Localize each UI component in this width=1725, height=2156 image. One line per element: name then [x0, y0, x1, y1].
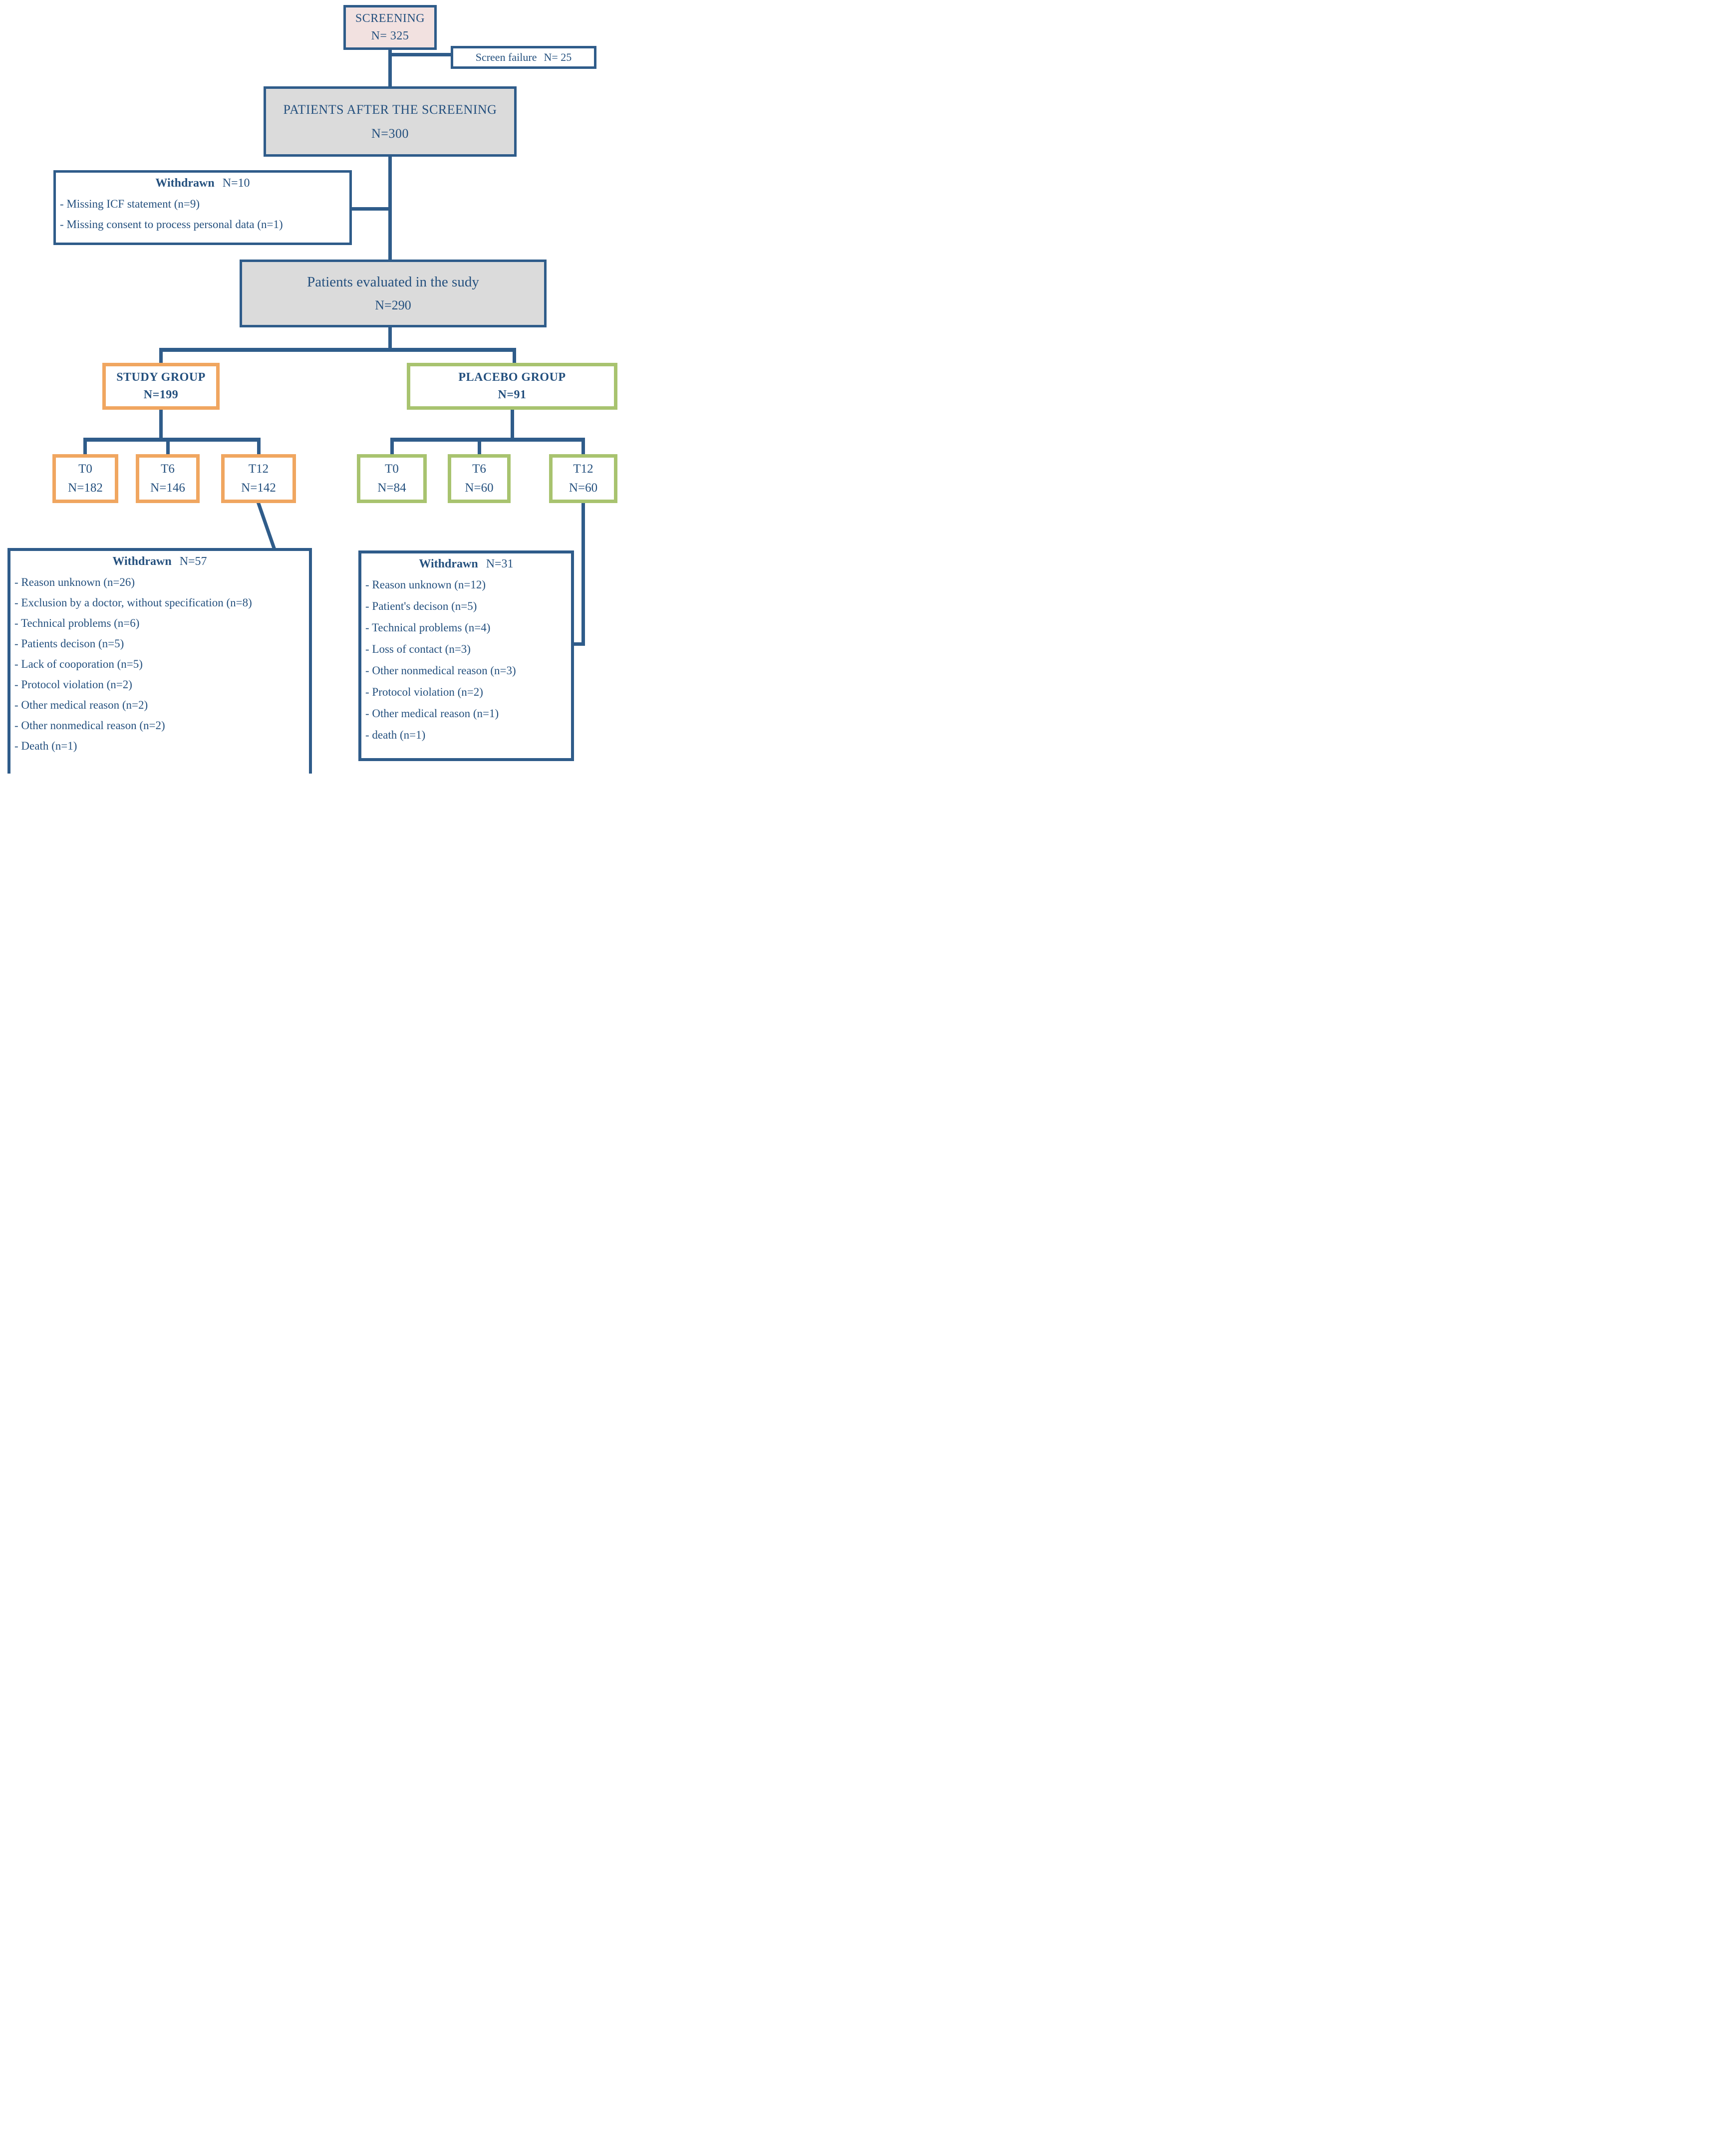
placebo-t0-box: T0 N=84: [357, 454, 427, 503]
withdrawn-placebo-item: - Loss of contact (n=3): [365, 643, 471, 656]
connector-study-t0-stub: [83, 438, 87, 455]
withdrawn-placebo-item: - Other medical reason (n=1): [365, 707, 499, 720]
connector-study-axis: [159, 409, 163, 441]
connector-study-t12-withdrawn-diagonal: [256, 501, 277, 550]
patients-after-screening-count: N=300: [371, 126, 409, 141]
patients-after-screening-label: PATIENTS AFTER THE SCREENING: [283, 102, 497, 117]
study-group-label: STUDY GROUP: [116, 370, 206, 384]
connector-placebo-group-drop: [513, 348, 516, 364]
withdrawn-study-item: - Other medical reason (n=2): [14, 699, 148, 712]
consort-flow-diagram: SCREENING N= 325 Screen failure N= 25 PA…: [0, 0, 619, 774]
placebo-t12-label: T12: [573, 462, 593, 476]
connector-placebo-t0-stub: [390, 438, 394, 455]
withdrawn-study-item: - Exclusion by a doctor, without specifi…: [14, 596, 252, 609]
connector-placebo-t12-stub: [581, 438, 585, 455]
connector-placebo-timepoint-bar: [390, 438, 585, 442]
study-t6-label: T6: [161, 462, 175, 476]
study-t6-box: T6 N=146: [136, 454, 200, 503]
study-t12-box: T12 N=142: [221, 454, 296, 503]
withdrawn-study-item: - Technical problems (n=6): [14, 617, 140, 630]
connector-placebo-t12-down: [581, 502, 585, 646]
connector-study-t6-stub: [166, 438, 170, 455]
study-t0-label: T0: [78, 462, 92, 476]
patients-after-screening-box: PATIENTS AFTER THE SCREENING N=300: [264, 86, 517, 157]
study-t0-box: T0 N=182: [52, 454, 118, 503]
study-group-box: STUDY GROUP N=199: [102, 363, 220, 410]
screening-count: N= 325: [371, 29, 409, 43]
withdrawn-study-item: - Lack of cooporation (n=5): [14, 658, 143, 671]
withdrawn-study-item: - Other nonmedical reason (n=2): [14, 719, 165, 732]
patients-evaluated-label: Patients evaluated in the sudy: [307, 273, 479, 290]
placebo-t6-count: N=60: [465, 481, 494, 495]
withdrawn-study-item: - Protocol violation (n=2): [14, 678, 132, 691]
withdrawn-screening-box: Withdrawn N=10 - Missing ICF statement (…: [53, 170, 352, 245]
connector-screen-failure: [390, 53, 452, 56]
connector-placebo-axis: [511, 409, 514, 441]
placebo-t12-box: T12 N=60: [549, 454, 617, 503]
withdrawn-placebo-item: - death (n=1): [365, 729, 426, 742]
placebo-t6-label: T6: [472, 462, 486, 476]
withdrawn-placebo-count: N=31: [486, 557, 514, 570]
patients-evaluated-count: N=290: [375, 298, 411, 313]
placebo-t0-label: T0: [385, 462, 399, 476]
placebo-group-label: PLACEBO GROUP: [458, 370, 566, 384]
withdrawn-placebo-item: - Protocol violation (n=2): [365, 686, 483, 699]
screen-failure-count: N= 25: [544, 51, 572, 63]
withdrawn-study-item: - Reason unknown (n=26): [14, 576, 135, 588]
withdrawn-study-item: - Death (n=1): [14, 740, 77, 753]
connector-withdrawn-placebo-hook: [572, 642, 585, 646]
withdrawn-placebo-item: - Reason unknown (n=12): [365, 578, 486, 591]
screening-box: SCREENING N= 325: [343, 5, 437, 50]
screen-failure-box: Screen failure N= 25: [451, 46, 596, 69]
connector-study-t12-stub: [257, 438, 261, 455]
withdrawn-screening-count: N=10: [222, 177, 250, 190]
withdrawn-study-box: Withdrawn N=57 - Reason unknown (n=26) -…: [7, 548, 312, 774]
connector-evaluated-down: [388, 326, 392, 351]
placebo-t0-count: N=84: [377, 481, 406, 495]
connector-group-split-bar: [159, 348, 516, 352]
study-t12-count: N=142: [241, 481, 276, 495]
study-t6-count: N=146: [150, 481, 185, 495]
placebo-group-count: N=91: [498, 388, 527, 402]
withdrawn-placebo-box: Withdrawn N=31 - Reason unknown (n=12) -…: [358, 550, 574, 761]
connector-screening-down: [388, 49, 392, 87]
withdrawn-screening-title: Withdrawn: [155, 177, 215, 190]
screening-label: SCREENING: [355, 11, 425, 25]
withdrawn-placebo-item: - Patient's decison (n=5): [365, 600, 477, 613]
withdrawn-placebo-item: - Technical problems (n=4): [365, 621, 491, 634]
placebo-group-box: PLACEBO GROUP N=91: [407, 363, 617, 410]
placebo-t6-box: T6 N=60: [448, 454, 511, 503]
connector-study-group-drop: [159, 348, 163, 364]
study-t0-count: N=182: [68, 481, 103, 495]
withdrawn-study-count: N=57: [179, 555, 207, 568]
connector-study-timepoint-bar: [83, 438, 261, 442]
withdrawn-study-item: - Patients decison (n=5): [14, 637, 124, 650]
study-group-count: N=199: [143, 388, 179, 402]
placebo-t12-count: N=60: [569, 481, 598, 495]
withdrawn-study-title: Withdrawn: [112, 555, 172, 568]
withdrawn-placebo-item: - Other nonmedical reason (n=3): [365, 664, 516, 677]
withdrawn-screening-item: - Missing consent to process personal da…: [60, 218, 283, 231]
withdrawn-placebo-title: Withdrawn: [419, 557, 478, 570]
patients-evaluated-box: Patients evaluated in the sudy N=290: [240, 260, 547, 327]
study-t12-label: T12: [248, 462, 269, 476]
screen-failure-label: Screen failure: [475, 51, 537, 63]
withdrawn-screening-item: - Missing ICF statement (n=9): [60, 198, 200, 210]
connector-withdrawn-screening: [351, 207, 391, 211]
connector-placebo-t6-stub: [478, 438, 481, 455]
